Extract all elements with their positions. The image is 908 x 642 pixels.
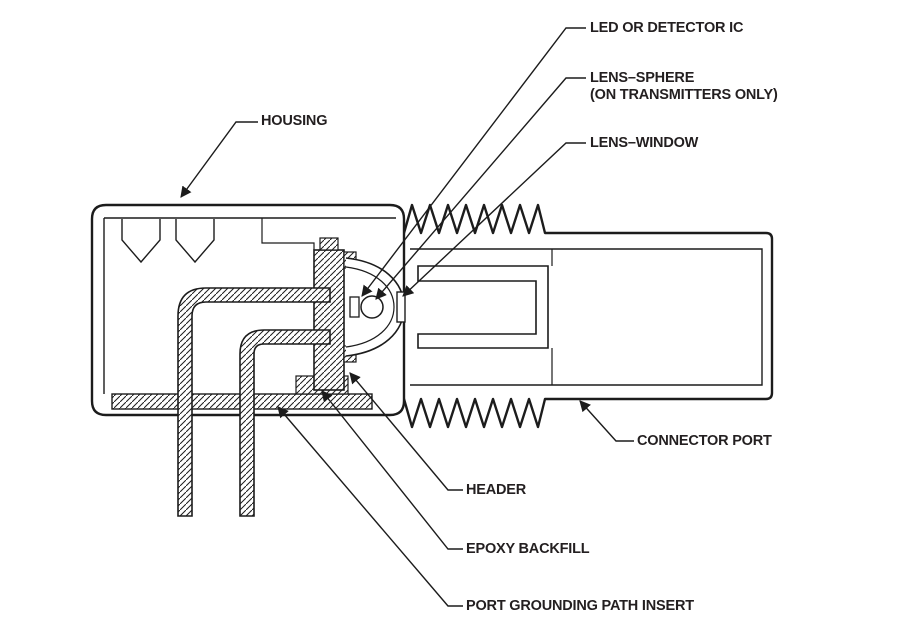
port-bore-lines xyxy=(410,248,763,386)
lead-pin-lower xyxy=(239,329,331,517)
label-port-grounding-path-insert: PORT GROUNDING PATH INSERT xyxy=(466,598,694,614)
dome-inner xyxy=(345,266,395,348)
leader-housing xyxy=(180,121,258,198)
label-led-or-detector-ic: LED OR DETECTOR IC xyxy=(590,20,744,36)
label-lens-window: LENS–WINDOW xyxy=(590,135,699,151)
leader-epoxy xyxy=(321,390,463,550)
lead-pin-upper xyxy=(177,287,331,517)
label-housing: HOUSING xyxy=(261,113,328,129)
lead-pins xyxy=(177,287,331,517)
header-top-nub xyxy=(319,237,339,251)
label-lens-sphere-line1: LENS–SPHERE xyxy=(590,70,695,86)
leader-lens-sphere xyxy=(375,77,586,300)
port-outline xyxy=(402,203,774,429)
connector-port-body xyxy=(402,203,774,429)
led-or-detector-ic xyxy=(349,296,360,318)
housing-castellation-1 xyxy=(121,219,161,264)
lens-sphere xyxy=(360,295,384,319)
leader-led-ic xyxy=(361,27,586,297)
leader-connector-port xyxy=(579,400,634,442)
label-connector-port: CONNECTOR PORT xyxy=(637,433,772,449)
lens-window xyxy=(396,291,406,323)
leader-lens-window xyxy=(402,142,586,297)
port-inner-lines xyxy=(410,248,763,386)
label-epoxy-backfill: EPOXY BACKFILL xyxy=(466,541,590,557)
housing-header-pocket xyxy=(261,218,315,250)
label-header: HEADER xyxy=(466,482,527,498)
header-body xyxy=(313,249,345,391)
leader-lines xyxy=(180,27,634,607)
label-lens-sphere: LENS–SPHERE (ON TRANSMITTERS ONLY) xyxy=(590,70,778,104)
housing-castellation-2 xyxy=(175,219,215,264)
alignment-sleeve xyxy=(417,265,549,349)
label-lens-sphere-line2: (ON TRANSMITTERS ONLY) xyxy=(590,87,778,103)
leader-port-grounding xyxy=(277,406,463,607)
leader-header xyxy=(349,372,463,491)
